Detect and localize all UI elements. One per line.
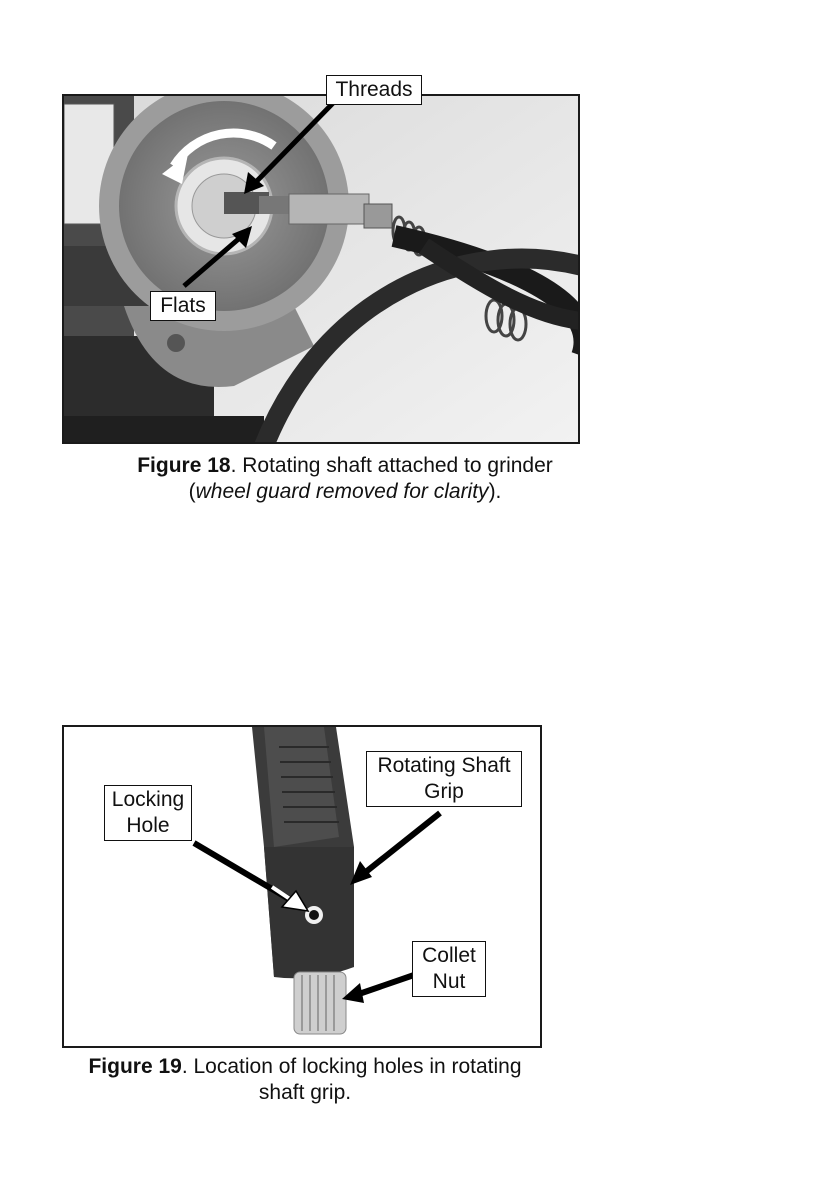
figure-18-close-paren: ). <box>489 480 502 503</box>
figure-18-caption-line2: (wheel guard removed for clarity). <box>62 479 628 505</box>
figure-19-caption-line2: shaft grip. <box>40 1080 570 1106</box>
figure-18-caption-text: . Rotating shaft attached to grinder <box>231 454 553 477</box>
figure-18-photo <box>62 94 580 444</box>
figure-18-caption-line1: Figure 18. Rotating shaft attached to gr… <box>62 453 628 479</box>
figure-19-caption: Figure 19. Location of locking holes in … <box>40 1054 570 1106</box>
callout-locking-hole-line1: Locking <box>111 787 185 813</box>
grinder-illustration <box>64 96 580 444</box>
figure-18-caption: Figure 18. Rotating shaft attached to gr… <box>62 453 628 505</box>
figure-19-label: Figure 19 <box>88 1055 181 1078</box>
figure-18-open-paren: ( <box>189 480 196 503</box>
callout-collet-nut-line1: Collet <box>419 943 479 969</box>
callout-locking-hole: Locking Hole <box>104 785 192 841</box>
callout-collet-nut-line2: Nut <box>419 969 479 995</box>
figure-19-caption-line1: Figure 19. Location of locking holes in … <box>40 1054 570 1080</box>
figure-18-label: Figure 18 <box>137 454 230 477</box>
callout-grip-line1: Rotating Shaft <box>373 753 515 779</box>
callout-grip-line2: Grip <box>373 779 515 805</box>
figure-18-caption-italic: wheel guard removed for clarity <box>196 480 489 503</box>
callout-collet-nut: Collet Nut <box>412 941 486 997</box>
figure-19-caption-text: . Location of locking holes in rotating <box>182 1055 522 1078</box>
callout-locking-hole-line2: Hole <box>111 813 185 839</box>
callout-threads: Threads <box>326 75 422 105</box>
callout-flats: Flats <box>150 291 216 321</box>
callout-rotating-shaft-grip: Rotating Shaft Grip <box>366 751 522 807</box>
